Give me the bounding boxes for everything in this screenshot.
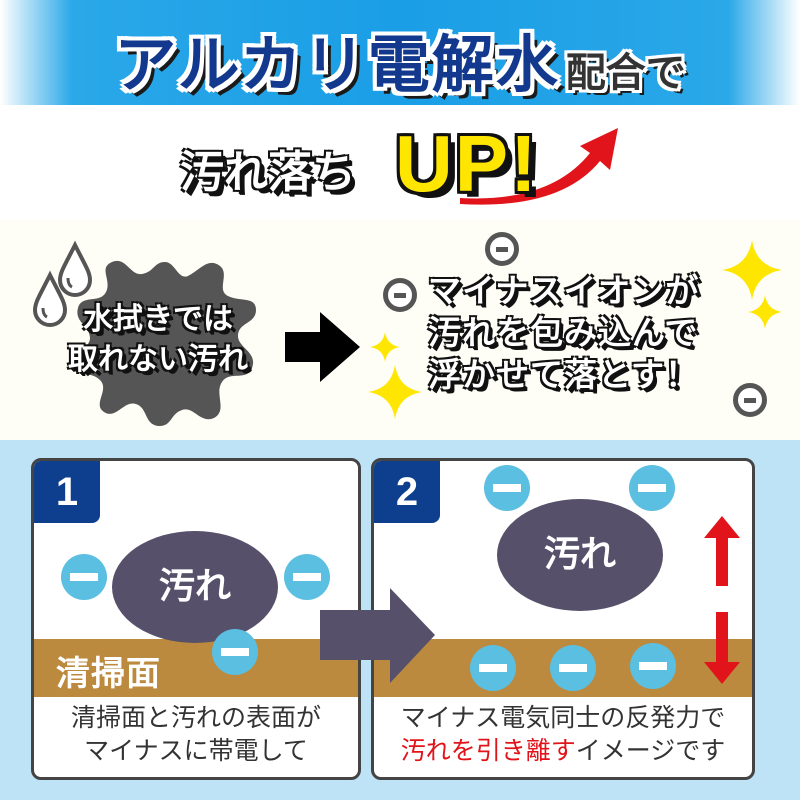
rising-arrow-icon — [460, 128, 618, 205]
dirt-label: 汚れ — [158, 566, 231, 607]
caption-rest: イメージです — [575, 736, 726, 765]
step-2-panel: 2 汚れ マイナス電気同士の反発力で 汚れを引き離すイメージです — [371, 458, 755, 780]
surface-band — [34, 639, 358, 697]
minus-ion-icon — [212, 629, 258, 675]
minus-ion-icon — [630, 643, 676, 689]
caption-line-1: マイナス電気同士の反発力で — [400, 703, 726, 732]
before-text: 水拭きでは 取れない汚れ — [48, 300, 268, 380]
after-line-1: マイナスイオンが — [428, 271, 700, 310]
repel-arrows-icon — [704, 516, 740, 684]
sparkle-icon — [722, 240, 782, 300]
caption-highlight: 汚れを引き離す — [400, 736, 576, 765]
caption-line-1: 清掃面と汚れの表面が — [70, 703, 321, 732]
headline-text: 汚れ落ち — [180, 147, 356, 198]
minus-ion-icon — [550, 645, 596, 691]
dirt-blob: 汚れ — [112, 531, 278, 643]
steps-section: 1 清掃面 汚れ 清掃面と汚れの表面が マイナスに帯電して 2 汚れ マイナス電… — [0, 440, 800, 800]
headline-up: UP! — [395, 119, 539, 208]
banner-title: アルカリ電解水配合で — [0, 14, 800, 104]
minus-ion-icon — [485, 232, 519, 266]
step-arrow-icon — [320, 588, 435, 683]
after-line-2: 汚れを包み込んで — [428, 313, 699, 352]
sparkle-icon — [368, 365, 422, 419]
step-1-panel: 1 清掃面 汚れ 清掃面と汚れの表面が マイナスに帯電して — [31, 458, 361, 780]
water-drops-icon — [32, 240, 93, 327]
dirt-splat-icon — [71, 260, 257, 427]
minus-ion-icon — [284, 554, 330, 600]
surface-label: 清掃面 — [56, 654, 161, 694]
before-line-1: 水拭きでは — [83, 302, 233, 337]
caption-line-2: マイナスに帯電して — [84, 736, 308, 765]
step-number-badge: 2 — [374, 461, 440, 523]
caption-line-2: 汚れを引き離すイメージです — [374, 734, 752, 767]
right-arrow-icon — [285, 312, 360, 382]
minus-ion-icon — [484, 465, 530, 511]
step-number-badge: 1 — [34, 461, 100, 523]
title-banner: アルカリ電解水配合で — [0, 0, 800, 105]
title-main: アルカリ電解水 — [114, 28, 560, 101]
minus-ion-icon — [470, 645, 516, 691]
minus-ion-icon — [629, 465, 675, 511]
minus-ion-icon — [61, 554, 107, 600]
title-sub: 配合で — [565, 50, 686, 96]
dirt-blob: 汚れ — [497, 499, 663, 611]
step-caption: マイナス電気同士の反発力で 汚れを引き離すイメージです — [374, 701, 752, 767]
sparkle-icon — [370, 332, 400, 362]
after-line-3: 浮かせて落とす！ — [428, 355, 700, 394]
step-caption: 清掃面と汚れの表面が マイナスに帯電して — [34, 701, 358, 767]
comparison-section: 水拭きでは 取れない汚れ マイナスイオンが 汚れを包み込んで 浮かせて落とす！ — [0, 220, 800, 440]
after-text: マイナスイオンが 汚れを包み込んで 浮かせて落とす！ — [428, 270, 748, 396]
minus-ion-icon — [733, 383, 767, 417]
sparkle-icon — [748, 295, 782, 329]
before-line-2: 取れない汚れ — [68, 342, 248, 377]
dirt-label: 汚れ — [543, 534, 616, 575]
minus-ion-icon — [383, 278, 417, 312]
